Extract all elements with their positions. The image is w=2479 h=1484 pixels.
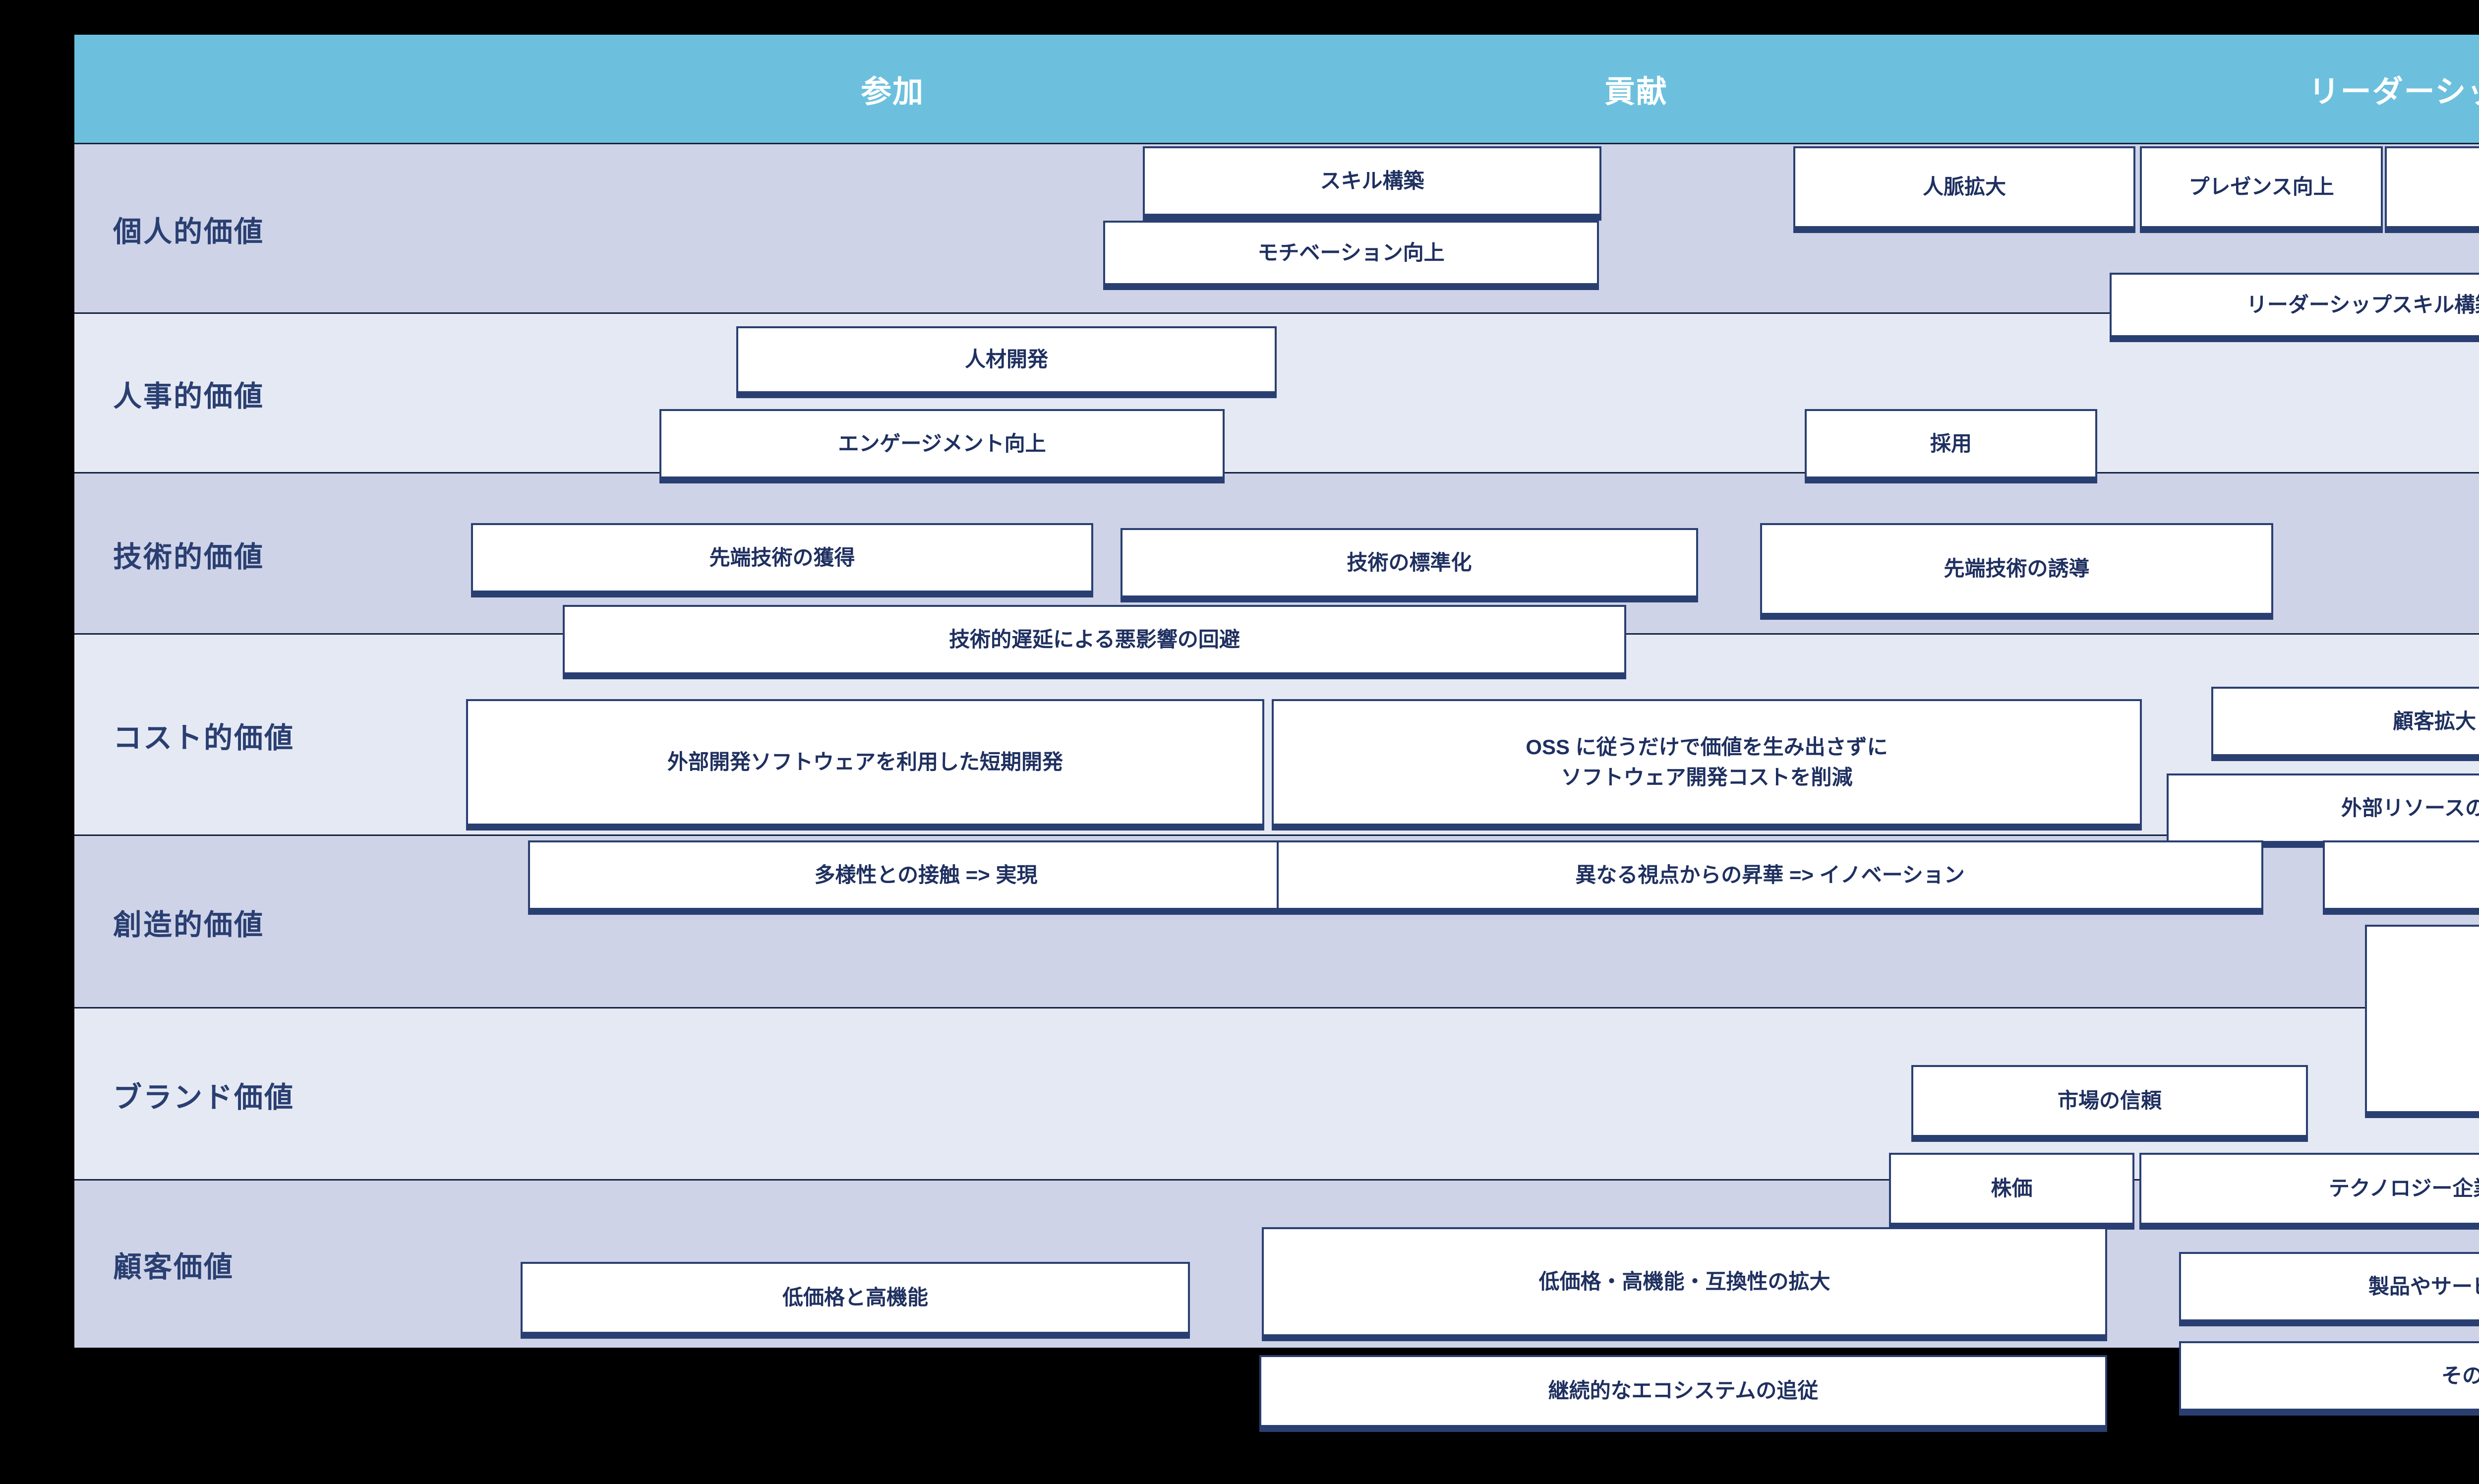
value-box-leadership-skill-building[interactable]: リーダーシップスキル構築 — [2110, 273, 2479, 342]
value-box-market-trust[interactable]: 市場の信頼 — [1911, 1065, 2308, 1142]
value-box-stock-price[interactable]: 株価 — [1889, 1153, 2134, 1230]
row-label-customer-value: 顧客価値 — [113, 1250, 235, 1283]
value-box-short-term-dev-using-external-software[interactable]: 外部開発ソフトウェアを利用した短期開発 — [466, 699, 1264, 831]
value-box-oss-cost-reduction[interactable]: OSS に従うだけで価値を生み出さずに ソフトウェア開発コストを削減 — [1272, 699, 2142, 831]
value-box-presence-improvement[interactable]: プレゼンス向上 — [2140, 146, 2383, 233]
value-box-talent-development[interactable]: 人材開発 — [736, 326, 1277, 398]
value-box-other-question[interactable]: その他？？？ — [2179, 1341, 2479, 1416]
value-box-community-acquisition[interactable]: コミュニティの獲得 — [2323, 840, 2479, 915]
value-box-advanced-technology-guidance[interactable]: 先端技術の誘導 — [1760, 523, 2273, 620]
value-box-product-service-sustainability[interactable]: 製品やサービスの持続可能性 — [2179, 1252, 2479, 1326]
value-box-motivation-improvement[interactable]: モチベーション向上 — [1103, 221, 1599, 290]
value-box-different-perspectives-innovation[interactable]: 異なる視点からの昇華 => イノベーション — [1277, 840, 2263, 915]
value-box-technology-standardization[interactable]: 技術の標準化 — [1121, 528, 1698, 602]
value-box-skill-building[interactable]: スキル構築 — [1143, 146, 1601, 221]
value-box-engagement-improvement[interactable]: エンゲージメント向上 — [659, 409, 1225, 483]
value-box-acquire-advanced-technology[interactable]: 先端技術の獲得 — [471, 523, 1093, 597]
value-box-presence-as-technology-company[interactable]: テクノロジー企業としての存在感 — [2139, 1153, 2479, 1230]
value-box-diversity-contact-realization[interactable]: 多様性との接触 => 実現 — [528, 840, 1324, 915]
row-label-creative-value: 創造的価値 — [113, 909, 265, 941]
row-label-cost-value: コスト的価値 — [113, 722, 295, 754]
row-label-technical-value: 技術的価値 — [113, 540, 265, 573]
column-header-contribution: 貢献 — [1604, 75, 1668, 109]
value-box-automatic-information-gathering[interactable]: 情報などの自動的な収集 — [2385, 146, 2479, 233]
row-label-hr-value: 人事的価値 — [113, 380, 265, 413]
value-box-continuous-ecosystem-following[interactable]: 継続的なエコシステムの追従 — [1259, 1355, 2107, 1432]
value-box-oss-cost-reduction-line1: OSS に従うだけで価値を生み出さずに — [1526, 735, 1888, 759]
value-box-feedback-usage-satisfaction[interactable]: フィードバック 利用拡大 顧客満足度向上 — [2365, 925, 2479, 1118]
row-label-brand-value: ブランド価値 — [113, 1081, 295, 1114]
matrix-header-band — [74, 35, 2479, 143]
column-header-leadership: リーダーシップ — [2308, 75, 2479, 109]
value-box-recruitment[interactable]: 採用 — [1805, 409, 2097, 483]
row-label-personal-value: 個人的価値 — [113, 216, 265, 248]
column-header-participation: 参加 — [860, 75, 924, 109]
value-box-oss-cost-reduction-line2: ソフトウェア開発コストを削減 — [1561, 765, 1853, 789]
value-box-low-price-high-performance[interactable]: 低価格と高機能 — [521, 1262, 1190, 1339]
value-box-external-resource-utilization[interactable]: 外部リソースの活用 — [2167, 773, 2479, 848]
value-box-network-expansion[interactable]: 人脈拡大 — [1793, 146, 2135, 233]
value-box-avoid-technical-delay-impact[interactable]: 技術的遅延による悪影響の回避 — [563, 605, 1626, 679]
value-matrix: 参加 貢献 リーダーシップ 個人的価値 人事的価値 技術的価値 コスト的価値 創… — [74, 35, 2479, 1432]
value-box-customer-expansion[interactable]: 顧客拡大 — [2211, 687, 2479, 761]
value-box-low-price-high-performance-compatibility[interactable]: 低価格・高機能・互換性の拡大 — [1262, 1227, 2107, 1341]
